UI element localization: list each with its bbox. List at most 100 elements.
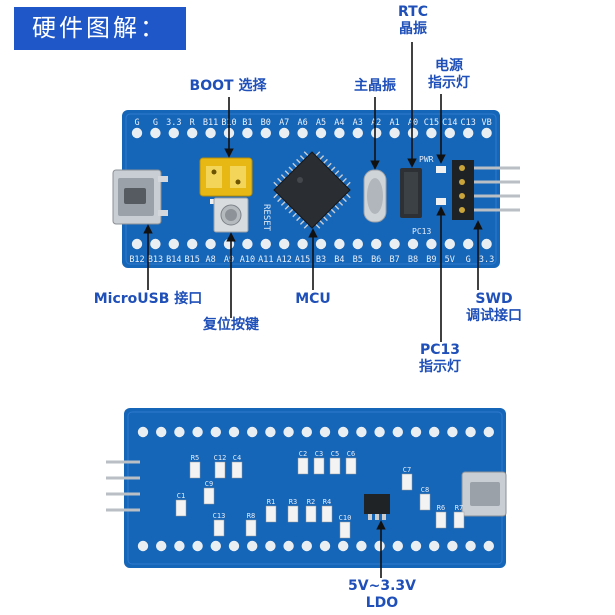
front-top-pad: [205, 127, 216, 139]
mcu-pin: [280, 200, 286, 206]
smd-part-label: R6: [437, 504, 445, 512]
front-top-pad: [481, 127, 492, 139]
front-bottom-pin-row: [131, 238, 492, 250]
front-bottom-pad: [168, 238, 179, 250]
smd-part: [339, 521, 351, 539]
front-bottom-pad: [463, 238, 474, 250]
smd-part: [419, 493, 431, 511]
mcu-pin: [288, 208, 294, 214]
back-top-pad: [465, 426, 476, 438]
smd-part-label: C2: [299, 450, 307, 458]
back-bottom-pad: [192, 540, 203, 552]
top-pin-label: B11: [203, 118, 218, 128]
bottom-pin-label: B8: [408, 255, 418, 265]
smd-part-label: C3: [315, 450, 323, 458]
front-top-pad: [426, 127, 437, 139]
back-bottom-pad: [447, 540, 458, 552]
smd-part: [245, 519, 257, 537]
silk-pwr: PWR: [419, 155, 434, 164]
back-bottom-pad: [465, 540, 476, 552]
smd-part-label: R5: [191, 454, 199, 462]
mcu-pin: [303, 223, 309, 229]
back-swd-pins: [106, 460, 140, 512]
callout-arrows: [143, 42, 483, 578]
smd-part-label: C9: [205, 480, 213, 488]
smd-part-label: C8: [421, 486, 429, 494]
back-top-pad: [429, 426, 440, 438]
top-pin-label: R: [190, 118, 196, 128]
smd-part-label: C13: [213, 512, 226, 520]
back-bottom-pad: [429, 540, 440, 552]
front-bottom-pad: [131, 238, 143, 250]
smd-part: [287, 505, 299, 523]
smd-part: [175, 499, 187, 517]
back-top-pad: [447, 426, 458, 438]
mcu-pin: [334, 170, 340, 176]
front-bottom-pad: [389, 238, 400, 250]
mcu-pin: [326, 212, 332, 218]
top-pin-label: A2: [371, 118, 381, 128]
back-top-pad: [374, 426, 385, 438]
smd-part-label: R2: [307, 498, 315, 506]
front-bottom-pad: [187, 238, 198, 250]
front-top-pin-row: [131, 127, 492, 139]
mcu-pin: [345, 193, 351, 199]
bottom-pin-label: 3.3: [479, 255, 494, 265]
front-top-pad: [260, 127, 271, 139]
bottom-pin-label: B9: [426, 255, 436, 265]
mcu-pin: [334, 204, 340, 210]
top-pin-label: B1: [242, 118, 252, 128]
top-pin-label: A6: [297, 118, 307, 128]
back-microusb: [461, 471, 507, 517]
front-bottom-pad: [315, 238, 327, 250]
mcu-pin: [326, 162, 332, 168]
front-bottom-pad: [352, 238, 363, 250]
back-bottom-pad: [228, 540, 240, 552]
bottom-pin-label: B5: [353, 255, 363, 265]
mcu-pin: [296, 158, 302, 164]
front-top-pad: [131, 127, 143, 139]
smd-part: [297, 457, 309, 475]
mcu-pin: [319, 219, 325, 225]
back-top-pin-row: [137, 426, 494, 438]
mcu-pin: [315, 223, 321, 229]
back-bottom-pad: [156, 540, 167, 552]
top-pin-label: G: [153, 118, 158, 128]
top-pin-label: A0: [408, 118, 418, 128]
smd-part: [189, 461, 201, 479]
back-top-pad: [319, 426, 331, 438]
bottom-pin-label: B4: [334, 255, 344, 265]
mcu-pin: [284, 170, 290, 176]
smd-part: [453, 511, 465, 529]
mcu-pin: [322, 158, 328, 164]
top-pin-label: VB: [481, 118, 491, 128]
bottom-pin-label: A10: [240, 255, 255, 265]
front-bottom-pad: [407, 238, 419, 250]
bottom-pin-label: 5V: [445, 255, 455, 265]
top-pin-label: B0: [261, 118, 271, 128]
back-bottom-pad: [283, 540, 294, 552]
back-top-pad: [483, 426, 494, 438]
smd-part: [321, 505, 333, 523]
power-led-part: [436, 166, 446, 173]
label-reset-button: 复位按键: [203, 317, 259, 333]
front-bottom-pad: [205, 238, 216, 250]
top-pin-label: C13: [461, 118, 476, 128]
back-bottom-pad: [356, 540, 367, 552]
front-top-pad: [352, 127, 363, 139]
label-mcu: MCU: [295, 291, 331, 307]
back-top-pad: [356, 426, 367, 438]
bottom-pin-label: A11: [258, 255, 273, 265]
front-top-pad: [315, 127, 327, 139]
smd-part-label: C10: [339, 514, 352, 522]
front-top-pad: [389, 127, 400, 139]
smd-part-label: R8: [247, 512, 255, 520]
front-top-pad: [187, 127, 198, 139]
back-top-pad: [265, 426, 276, 438]
back-bottom-pin-row: [137, 540, 494, 552]
top-pin-label: A1: [389, 118, 399, 128]
page-title: 硬件图解：: [14, 7, 186, 50]
